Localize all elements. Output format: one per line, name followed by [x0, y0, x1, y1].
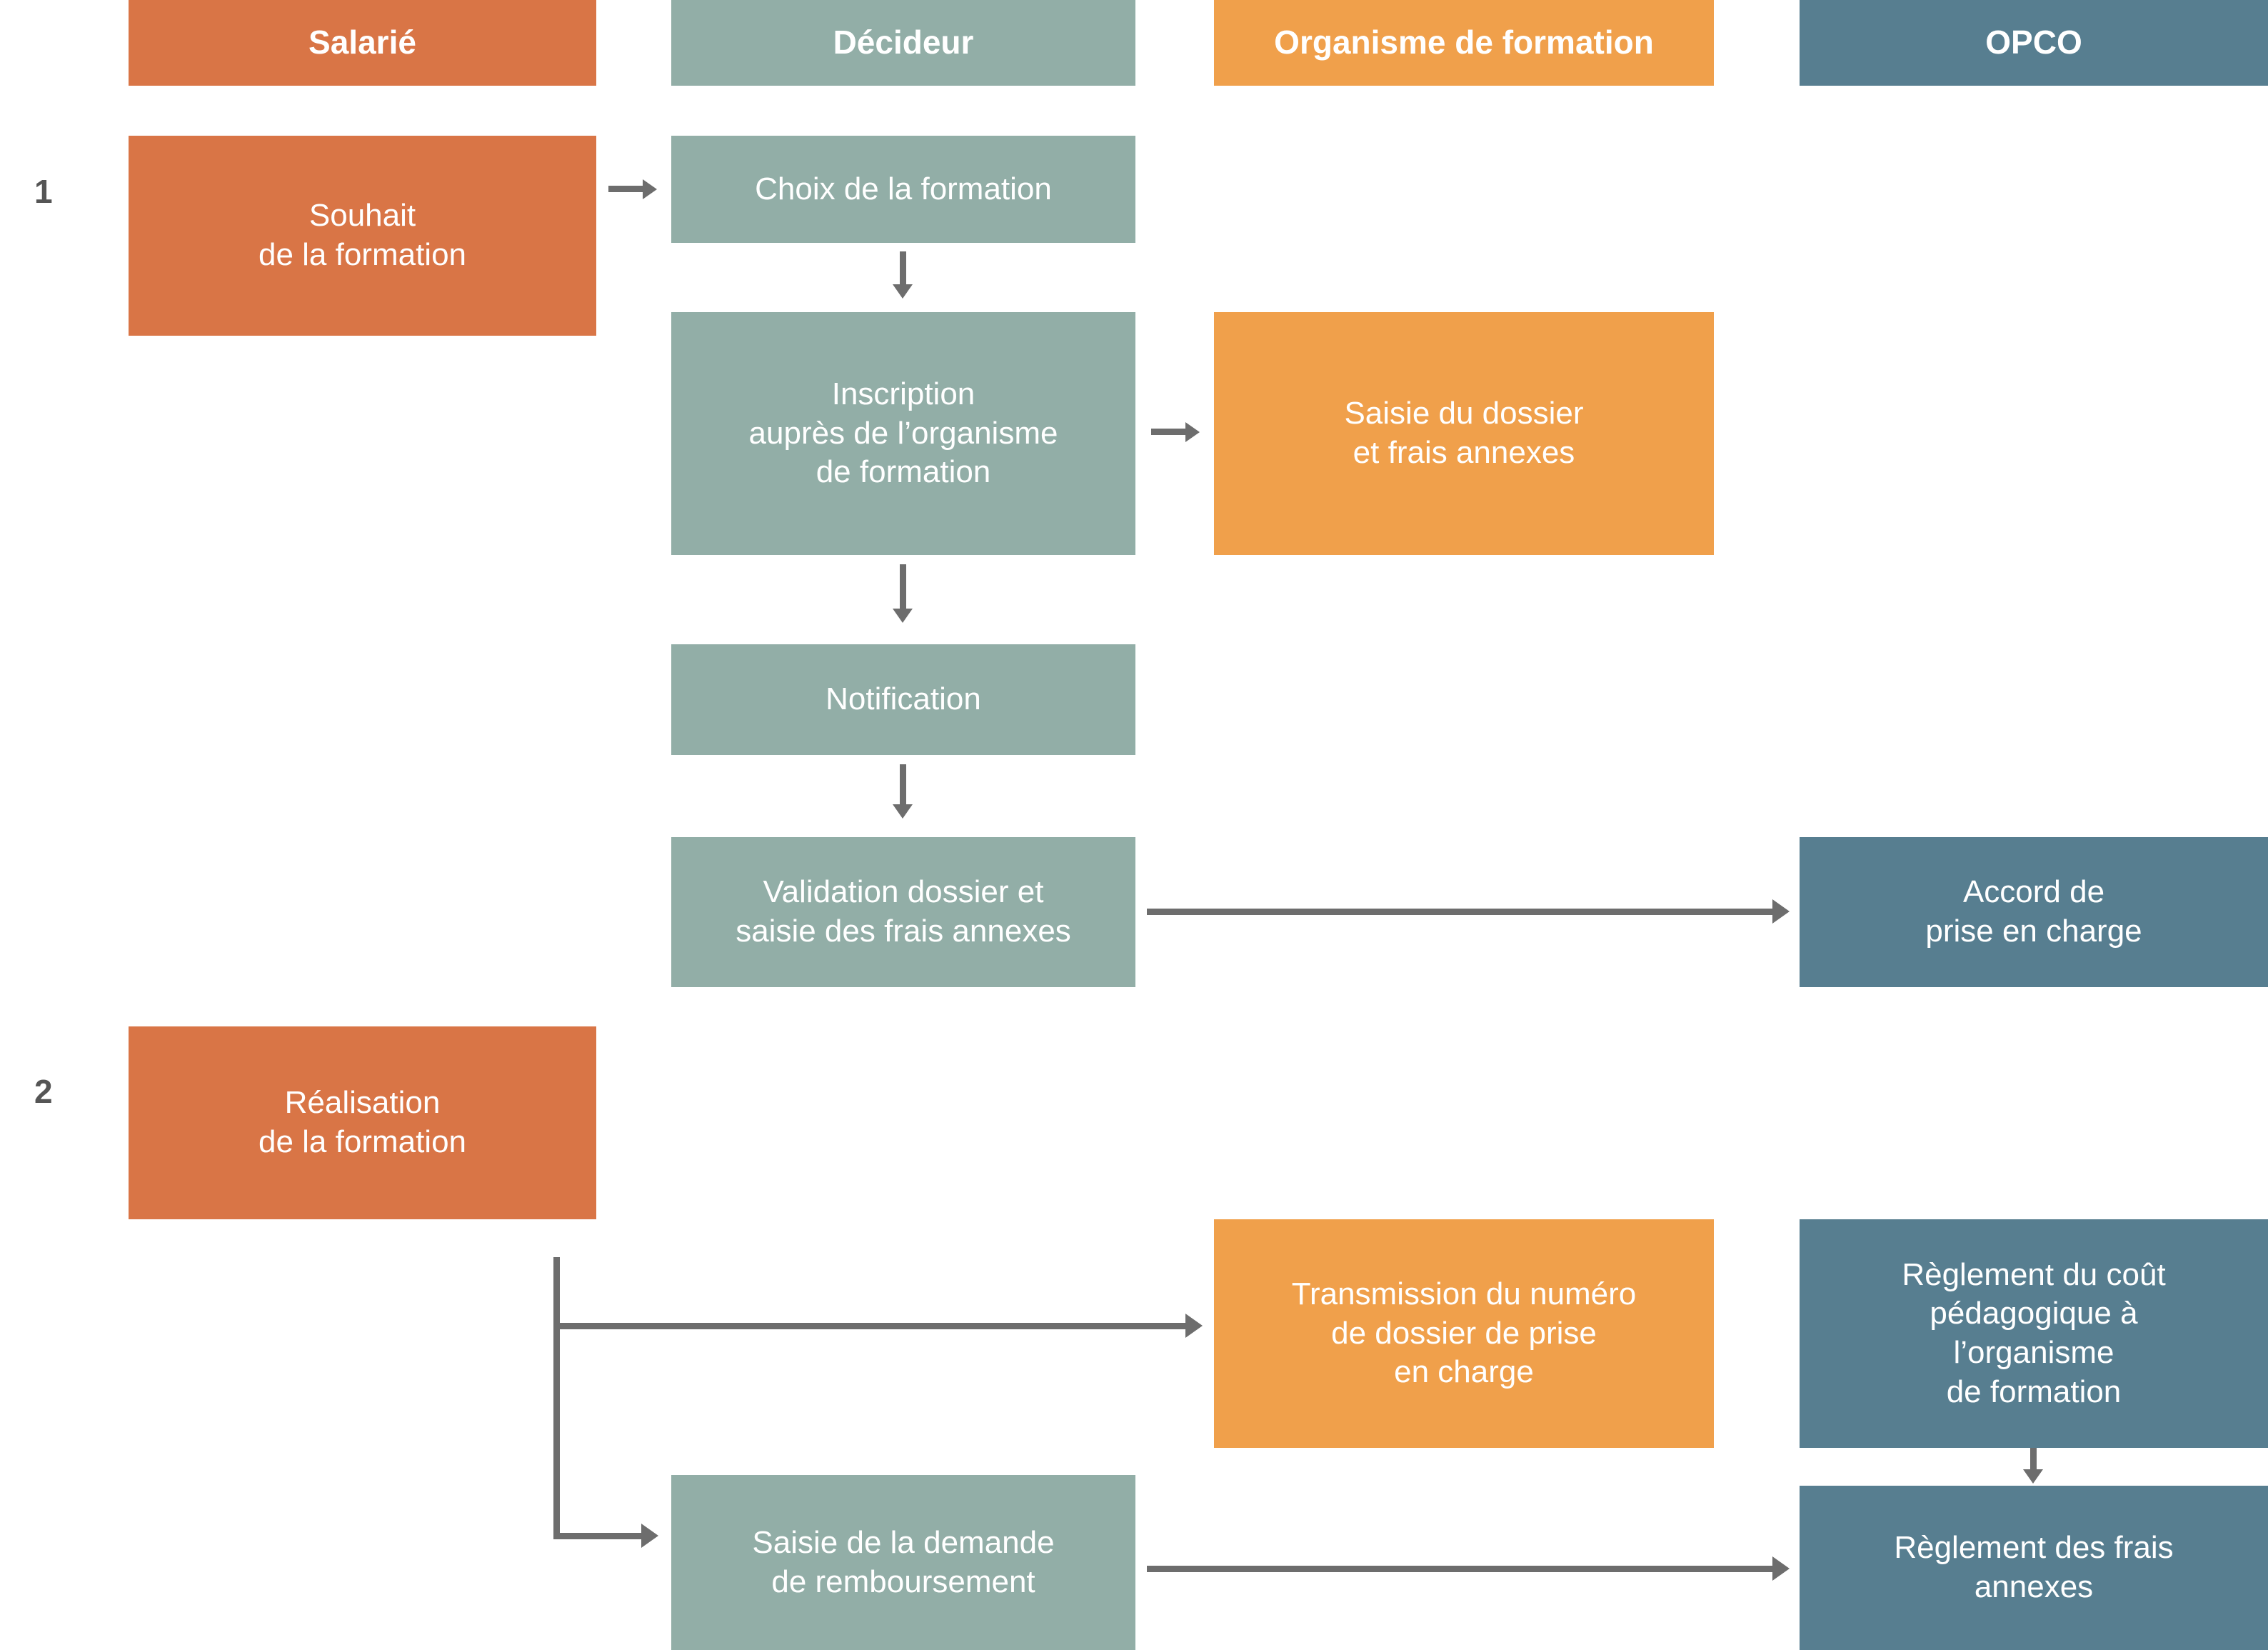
arrow-head-down-icon	[893, 609, 913, 623]
arrow-head-down-icon	[893, 804, 913, 819]
lane-header-decideur-label: Décideur	[833, 24, 974, 61]
arrow-head-right-icon	[643, 179, 657, 199]
connector-line	[1147, 909, 1775, 915]
node-transmission-numero[interactable]: Transmission du numéro de dossier de pri…	[1214, 1219, 1714, 1448]
node-accord-prise-en-charge[interactable]: Accord de prise en charge	[1800, 837, 2268, 987]
connector-line-branch-upper	[553, 1323, 1193, 1329]
arrow-head-right-icon	[1772, 899, 1790, 924]
node-realisation-formation[interactable]: Réalisation de la formation	[129, 1026, 596, 1219]
node-choix-formation-label: Choix de la formation	[755, 171, 1052, 206]
node-choix-formation[interactable]: Choix de la formation	[671, 136, 1135, 243]
arrow-head-right-icon	[1185, 1314, 1203, 1338]
connector-line-trunk	[553, 1257, 560, 1539]
node-realisation-formation-label: Réalisation de la formation	[258, 1085, 467, 1159]
arrow-head-right-icon	[1772, 1556, 1790, 1581]
connector-line	[608, 186, 646, 192]
connector-line	[2030, 1448, 2037, 1474]
node-transmission-numero-label: Transmission du numéro de dossier de pri…	[1291, 1276, 1637, 1390]
node-reglement-frais-annexes-label: Règlement des frais annexes	[1894, 1530, 2174, 1604]
connector-line	[1147, 1566, 1775, 1572]
node-inscription-organisme-label: Inscription auprès de l’organisme de for…	[748, 376, 1058, 490]
lane-header-salarie: Salarié	[129, 0, 596, 86]
arrow-head-right-icon	[641, 1524, 658, 1548]
node-inscription-organisme[interactable]: Inscription auprès de l’organisme de for…	[671, 312, 1135, 555]
arrow-head-down-icon	[2023, 1469, 2043, 1484]
node-souhait-formation[interactable]: Souhait de la formation	[129, 136, 596, 336]
lane-header-opco: OPCO	[1800, 0, 2268, 86]
node-notification[interactable]: Notification	[671, 644, 1135, 755]
node-reglement-frais-annexes[interactable]: Règlement des frais annexes	[1800, 1486, 2268, 1650]
connector-line-branch-lower	[553, 1533, 650, 1539]
node-accord-prise-en-charge-label: Accord de prise en charge	[1925, 874, 2142, 949]
node-reglement-pedagogique-label: Règlement du coût pédagogique à l’organi…	[1902, 1256, 2166, 1409]
node-notification-label: Notification	[826, 681, 981, 717]
node-saisie-dossier-label: Saisie du dossier et frais annexes	[1344, 396, 1584, 470]
arrow-head-down-icon	[893, 284, 913, 299]
connector-line	[1151, 429, 1188, 435]
connector-line	[900, 251, 906, 289]
node-saisie-remboursement[interactable]: Saisie de la demande de remboursement	[671, 1475, 1135, 1650]
node-saisie-remboursement-label: Saisie de la demande de remboursement	[752, 1524, 1055, 1599]
lane-header-organisme-label: Organisme de formation	[1274, 24, 1654, 61]
arrow-head-right-icon	[1185, 422, 1200, 442]
node-validation-dossier[interactable]: Validation dossier et saisie des frais a…	[671, 837, 1135, 987]
lane-header-decideur: Décideur	[671, 0, 1135, 86]
lane-header-salarie-label: Salarié	[308, 24, 416, 61]
connector-line	[900, 764, 906, 809]
connector-line	[900, 564, 906, 613]
lane-header-opco-label: OPCO	[1985, 24, 2082, 61]
node-souhait-formation-label: Souhait de la formation	[258, 198, 467, 272]
node-validation-dossier-label: Validation dossier et saisie des frais a…	[736, 874, 1071, 949]
lane-header-organisme: Organisme de formation	[1214, 0, 1714, 86]
step-number-1: 1	[34, 173, 53, 210]
node-saisie-dossier[interactable]: Saisie du dossier et frais annexes	[1214, 312, 1714, 555]
step-number-2: 2	[34, 1073, 53, 1110]
node-reglement-pedagogique[interactable]: Règlement du coût pédagogique à l’organi…	[1800, 1219, 2268, 1448]
